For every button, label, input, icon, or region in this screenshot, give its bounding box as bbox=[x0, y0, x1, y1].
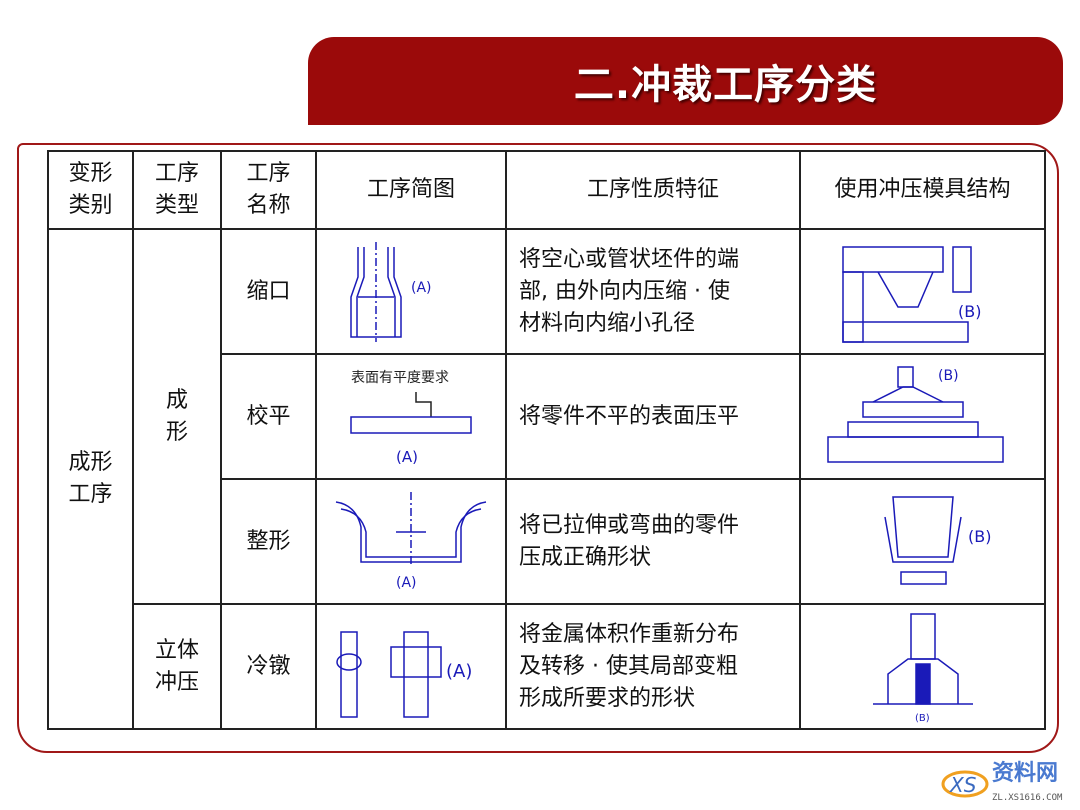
name-cell: 校平 bbox=[220, 353, 317, 480]
svg-text:(A): (A) bbox=[411, 280, 432, 296]
process-table: 变形类别 工序类型 工序名称 工序简图 工序性质特征 使用冲压模具结构 成形工序… bbox=[47, 150, 1046, 730]
table-row: 整形 (A) 将已拉伸或弯曲的零件压成正确形状 (B) bbox=[48, 478, 1046, 605]
diagram-cell: (A) bbox=[315, 228, 507, 355]
necking-diagram: (A) bbox=[350, 241, 432, 342]
svg-text:(A): (A) bbox=[446, 661, 472, 682]
mold-cell: (B) bbox=[799, 478, 1046, 605]
header-cell: 工序名称 bbox=[220, 150, 317, 230]
desc-cell: 将已拉伸或弯曲的零件压成正确形状 bbox=[505, 478, 801, 605]
mold-cell: (B) bbox=[799, 353, 1046, 480]
diagram-cell: (A) bbox=[315, 603, 507, 730]
desc-cell: 将零件不平的表面压平 bbox=[505, 353, 801, 480]
diagram-cell: (A) bbox=[315, 478, 507, 605]
title-banner: 二.冲裁工序分类 bbox=[308, 37, 1063, 125]
desc-cell: 将空心或管状坯件的端部, 由外向内压缩 · 使材料向内缩小孔径 bbox=[505, 228, 801, 355]
mold-cell: (B) bbox=[799, 603, 1046, 730]
flattening-diagram: 表面有平度要求 (A) bbox=[350, 370, 472, 466]
svg-text:(B): (B) bbox=[915, 713, 930, 724]
sizing-diagram: (A) bbox=[335, 491, 487, 591]
svg-text:(B): (B) bbox=[938, 368, 959, 384]
header-cell: 使用冲压模具结构 bbox=[799, 150, 1046, 230]
table-row: 成形工序 成形 缩口 (A) 将空心或管状坯件的端部, 由外向内压缩 · 使材料… bbox=[47, 228, 1046, 730]
table-row: 立体冲压 冷镦 (A) 将金属体积作重新分布及转移 · 使其局部变粗形成所要求的… bbox=[48, 603, 1046, 730]
watermark-logo: XS 资料网 ZL.XS1616.COM bbox=[940, 762, 1078, 806]
header-cell: 工序性质特征 bbox=[505, 150, 801, 230]
heading-diagram: (A) bbox=[336, 630, 472, 718]
name-cell: 冷镦 bbox=[220, 603, 317, 730]
sizing-mold: (B) bbox=[883, 495, 991, 585]
xs-logo-icon: XS bbox=[941, 770, 989, 798]
content-frame bbox=[17, 143, 1059, 753]
name-cell: 缩口 bbox=[220, 228, 317, 355]
header-cell: 工序简图 bbox=[315, 150, 507, 230]
header-cell: 变形类别 bbox=[47, 150, 134, 230]
table-row: 校平 表面有平度要求 (A) 将零件不平的表面压平 (B) bbox=[48, 353, 1046, 480]
type-cell: 立体冲压 bbox=[132, 603, 222, 730]
flattening-mold: (B) bbox=[826, 365, 1004, 463]
diagram-cell: 表面有平度要求 (A) bbox=[315, 353, 507, 480]
svg-text:(B): (B) bbox=[958, 302, 981, 321]
necking-mold: (B) bbox=[841, 245, 981, 343]
svg-text:(A): (A) bbox=[396, 575, 417, 591]
svg-text:(A): (A) bbox=[396, 448, 418, 466]
mold-cell: (B) bbox=[799, 228, 1046, 355]
name-cell: 整形 bbox=[220, 478, 317, 605]
category-cell: 成形工序 bbox=[47, 228, 134, 730]
table-header-row: 变形类别 工序类型 工序名称 工序简图 工序性质特征 使用冲压模具结构 bbox=[47, 150, 1046, 230]
type-cell: 成形 bbox=[132, 228, 222, 605]
svg-text:XS: XS bbox=[949, 773, 977, 797]
watermark-url: ZL.XS1616.COM bbox=[992, 793, 1063, 803]
svg-text:(B): (B) bbox=[968, 527, 991, 546]
desc-cell: 将金属体积作重新分布及转移 · 使其局部变粗形成所要求的形状 bbox=[505, 603, 801, 730]
page-title: 二.冲裁工序分类 bbox=[573, 62, 878, 108]
watermark-brand: 资料网 bbox=[992, 761, 1059, 786]
heading-mold: (B) bbox=[872, 613, 973, 724]
header-cell: 工序类型 bbox=[132, 150, 222, 230]
svg-text:表面有平度要求: 表面有平度要求 bbox=[351, 370, 449, 386]
